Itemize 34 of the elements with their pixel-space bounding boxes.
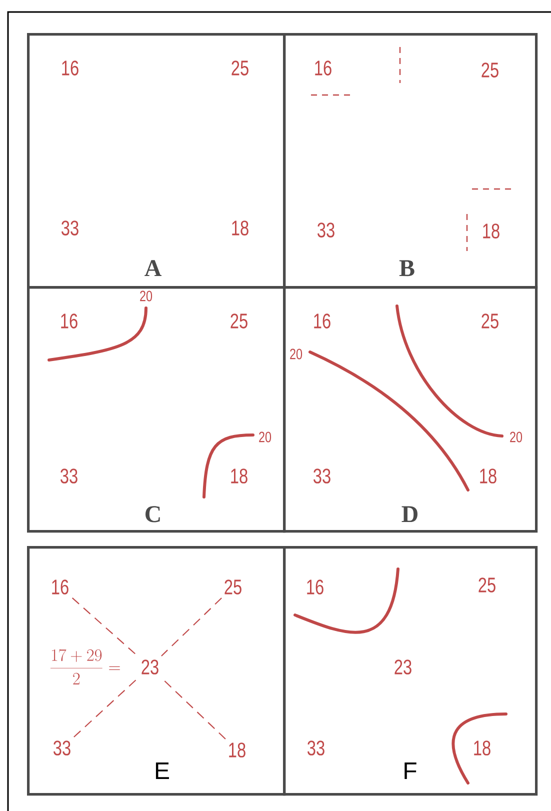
contour-label: 20 (259, 432, 272, 442)
value-label: 18 (483, 224, 500, 238)
value-label: 25 (482, 314, 498, 328)
value-label: 18 (474, 740, 490, 756)
value-label: 23 (394, 660, 412, 674)
value-label: 16 (315, 60, 332, 76)
value-label: 33 (60, 468, 78, 484)
value-label: 18 (229, 742, 246, 758)
value-label: 23 (142, 660, 158, 674)
value-label: 33 (54, 740, 70, 756)
value-label: 16 (52, 580, 68, 594)
value-label: 16 (314, 314, 330, 328)
value-label: 25 (482, 62, 498, 78)
value-label: 18 (480, 468, 496, 484)
value-label: 25 (478, 578, 496, 592)
connector-line (74, 678, 138, 738)
connector-line (161, 598, 222, 656)
contour-label: 20 (510, 432, 522, 442)
value-label: 33 (318, 222, 334, 238)
value-label: 16 (307, 580, 324, 594)
value-label: 33 (62, 220, 78, 236)
formula: $\frac{17+29}{2} =$ (50, 649, 120, 684)
value-label: 33 (308, 740, 324, 756)
value-label: 16 (62, 60, 78, 76)
contour-label: 20 (140, 290, 152, 302)
value-label: 18 (231, 468, 248, 484)
contour-label: 20 (290, 348, 302, 360)
value-label: 16 (61, 314, 78, 328)
value-label: 18 (232, 220, 248, 236)
value-label: 25 (230, 314, 248, 328)
value-label: 33 (314, 468, 330, 484)
connector-line (72, 598, 138, 656)
value-label: 25 (232, 60, 248, 76)
value-label: 25 (224, 580, 242, 594)
